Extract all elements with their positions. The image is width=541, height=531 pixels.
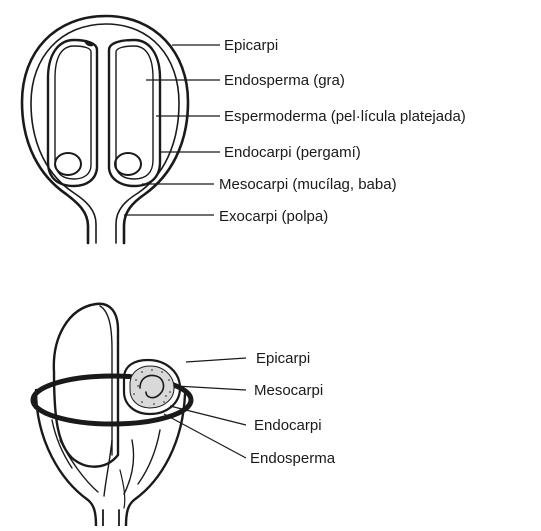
top-labels: Epicarpi Endosperma (gra) Espermoderma (… [219,37,466,225]
bottom-fold-line-6 [120,470,125,508]
top-right-embryo [115,153,141,175]
bottom-labels: Epicarpi Mesocarpi Endocarpi Endosperma [250,350,336,467]
label-mesocarp: Mesocarpi (mucílag, baba) [219,176,397,193]
label-bottom-epicarp: Epicarpi [256,350,310,367]
top-leader-lines [124,45,220,215]
bottom-opened-cherry-drawing [33,304,191,526]
label-spermoderm: Espermoderma (pel·lícula platejada) [224,108,466,125]
top-bean-tip-mark [84,41,93,47]
bottom-mesocarp-band [130,366,174,408]
label-endocarp: Endocarpi (pergamí) [224,144,361,161]
leader-bottom-epicarp [186,358,246,362]
label-endosperm: Endosperma (gra) [224,72,345,89]
bottom-bean-split-line [100,306,112,455]
label-bottom-endocarp: Endocarpi [254,417,322,434]
top-left-bean-silverskin [55,46,91,179]
label-bottom-mesocarp: Mesocarpi [254,382,323,399]
bottom-bean-left-half [54,304,118,467]
leader-bottom-endosperm [164,414,246,458]
label-bottom-endosperm: Endosperma [250,450,336,467]
bottom-fold-line-3 [104,440,112,496]
bottom-fold-line-4 [124,440,134,494]
label-epicarp: Epicarpi [224,37,278,54]
label-exocarp: Exocarpi (polpa) [219,208,328,225]
top-left-embryo [55,153,81,175]
top-cross-section-drawing [22,16,188,243]
top-right-bean-silverskin [116,46,153,179]
